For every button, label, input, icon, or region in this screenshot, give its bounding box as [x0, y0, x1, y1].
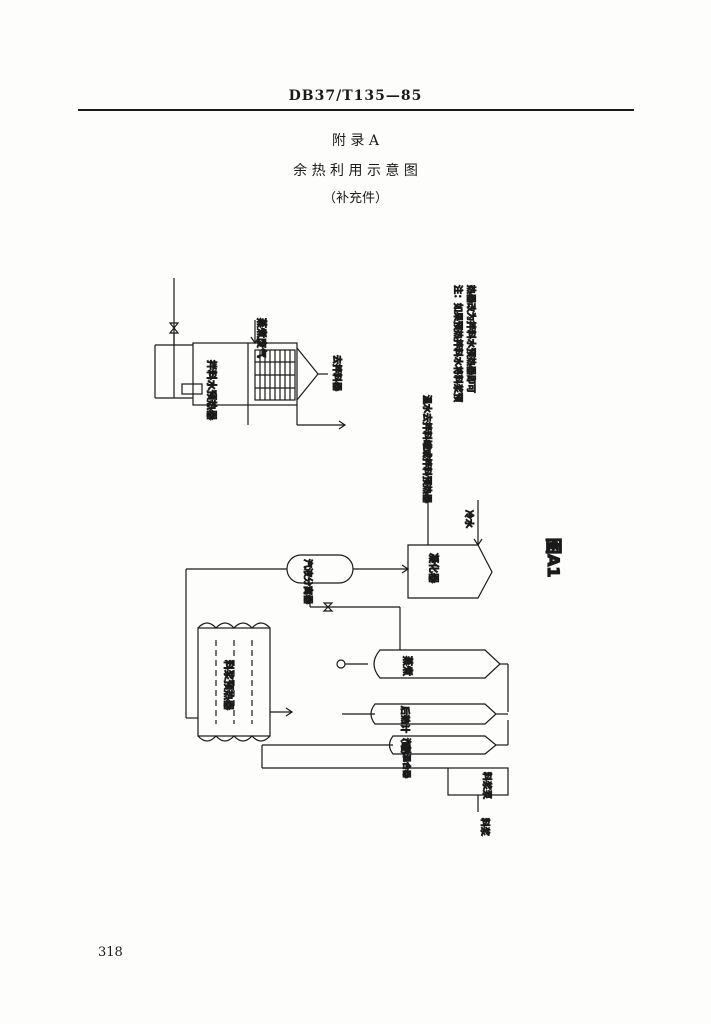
coil-box — [181, 383, 203, 395]
header-rule — [78, 109, 634, 111]
cooker-group — [336, 649, 509, 712]
mid-tank-label: 后熟计（罐） — [399, 706, 411, 760]
appendix-title: 附 录 A — [331, 133, 379, 149]
valve-icon — [322, 602, 334, 612]
slurry-preheater-label: 料浆预热器 — [222, 660, 235, 710]
supplement-note: （补充件） — [322, 191, 388, 206]
cooker-label: 蒸煮 — [401, 656, 413, 676]
remark-line-2: 热器改为拌料水预热器即可 — [465, 285, 477, 393]
mid-tank-group — [342, 703, 508, 725]
slurry-pump-label: 料浆泵 — [481, 772, 493, 799]
standard-number: DB37/T135—85 — [288, 88, 423, 104]
separator-group — [185, 554, 410, 719]
condenser-group — [407, 440, 493, 599]
page-number: 318 — [98, 945, 123, 960]
hot-water-label: 温水去拌料罐或拌料预热器 — [421, 395, 433, 503]
slurry-preheater-group — [197, 622, 294, 742]
slurry-pump-group — [262, 767, 509, 812]
top-preheater-label: 拌料水预热器 — [205, 360, 218, 420]
mixer-group — [261, 720, 509, 768]
cold-water-label: 冷水 — [463, 510, 475, 528]
condenser-label: 凝化器 — [427, 553, 440, 583]
top-preheater-group — [154, 278, 347, 430]
remark-line-1: 注：如果预热拌料水将料浆预 — [452, 285, 464, 402]
separator-label: 汽液分离器 — [302, 559, 314, 604]
valve-icon — [168, 322, 180, 334]
to-mixer-label: 去拌料器 — [331, 355, 343, 391]
figure-label: 图A1 — [544, 538, 563, 578]
steam-waste-gas-label: 蒸煮废气 — [255, 318, 268, 358]
figure-title: 余 热 利 用 示 意 图 — [293, 163, 418, 179]
slurry-in-label: 料浆 — [479, 818, 491, 836]
mixer-label: 汽料混合器 — [402, 738, 412, 778]
